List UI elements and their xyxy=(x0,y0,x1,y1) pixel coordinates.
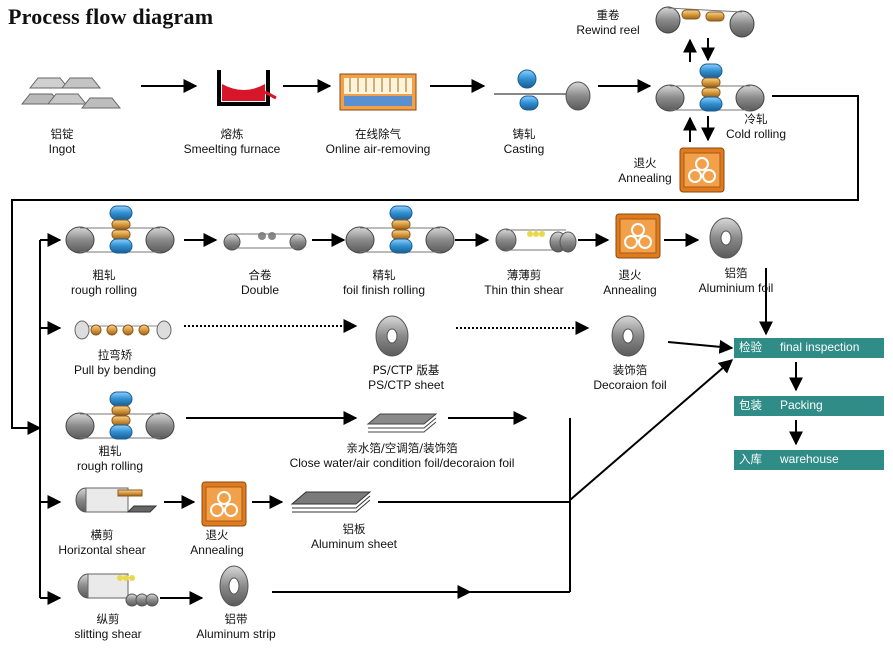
ps-sheet-coil-icon xyxy=(375,315,409,357)
slitting-shear-icon xyxy=(77,573,159,607)
rough-mill-icon-2 xyxy=(65,391,175,440)
rough-mill-icon xyxy=(65,205,175,254)
aluminum-strip-icon xyxy=(219,565,249,607)
foil-sheet-stack-icon xyxy=(366,413,438,433)
degassing-unit-icon xyxy=(339,73,417,111)
cold-mill-icon xyxy=(655,63,765,112)
tension-leveler-icon xyxy=(74,320,172,340)
annealer-icon xyxy=(679,147,725,193)
aluminum-sheet-icon xyxy=(290,491,372,513)
page-title: Process flow diagram xyxy=(8,4,214,29)
annealer-icon xyxy=(615,213,661,259)
rewind-reel-icon xyxy=(655,6,755,38)
doubling-icon xyxy=(223,232,307,251)
horizontal-shear-icon xyxy=(75,487,158,513)
annealer-icon xyxy=(201,481,247,527)
finish-mill-icon xyxy=(345,205,455,254)
thin-shear-icon xyxy=(495,228,577,253)
decoration-foil-coil-icon xyxy=(611,315,645,357)
furnace-icon xyxy=(217,70,277,106)
caster-icon xyxy=(494,69,591,111)
ingot-icon xyxy=(20,77,122,109)
foil-coil-icon xyxy=(709,217,743,259)
